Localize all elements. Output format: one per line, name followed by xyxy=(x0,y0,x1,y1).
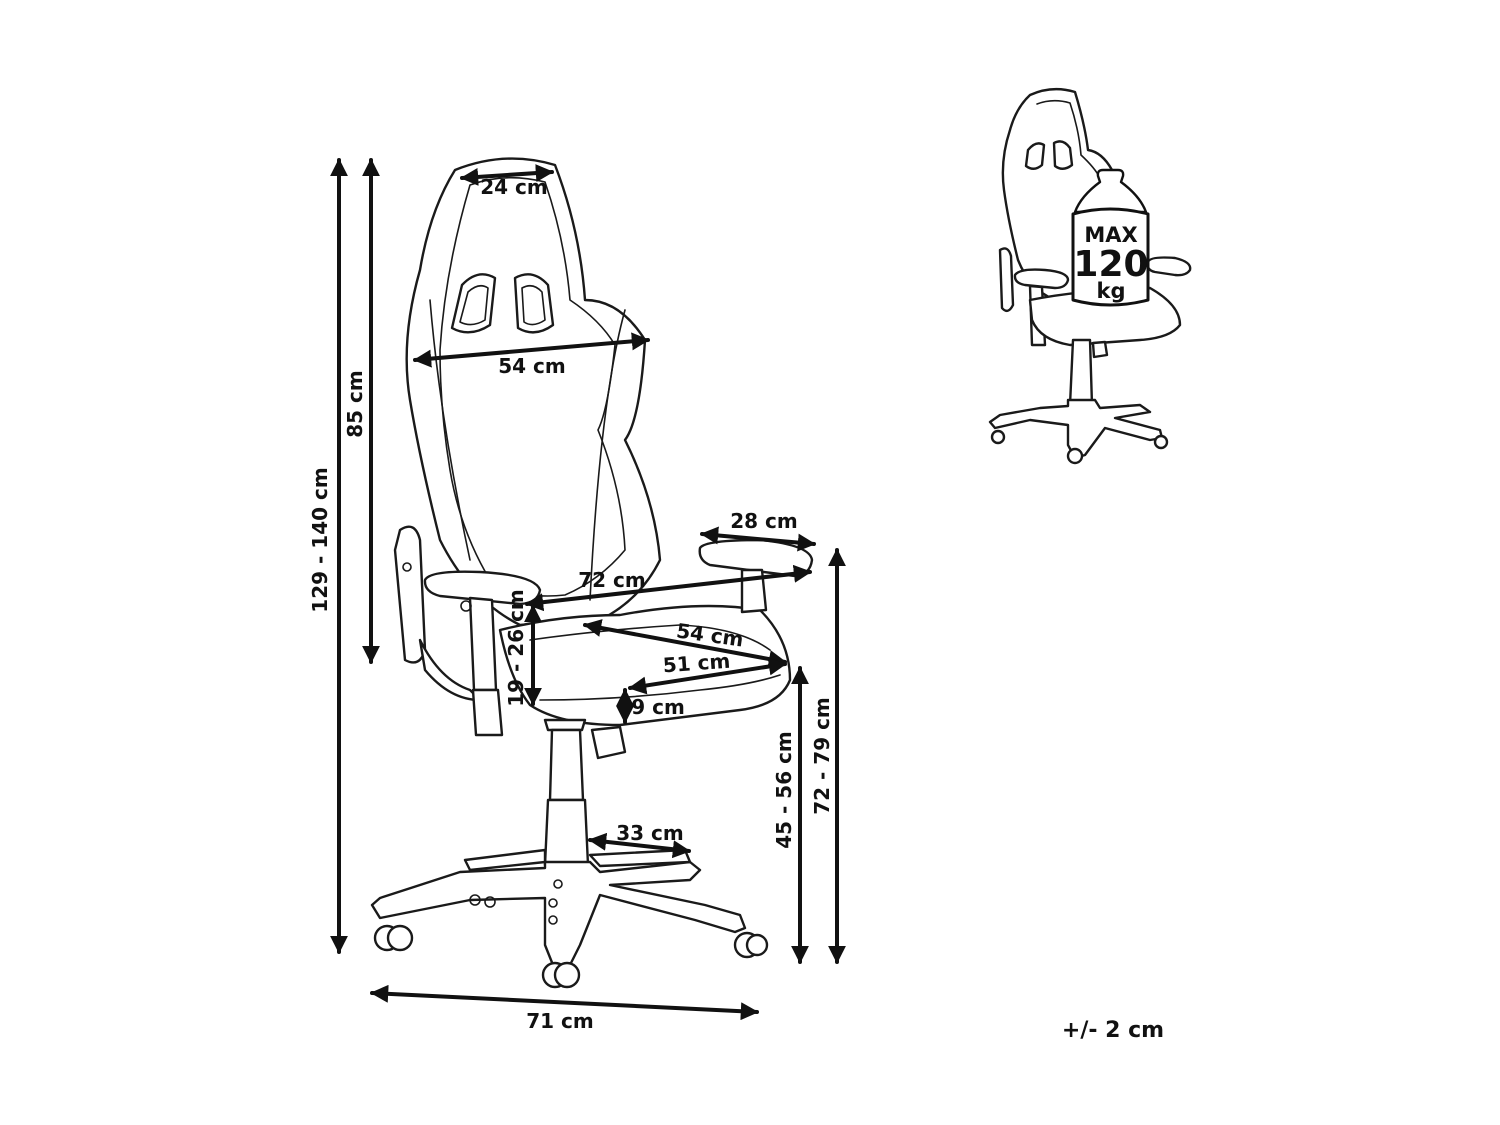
dimension-lines xyxy=(330,158,846,1021)
label-armrest-length: 28 cm xyxy=(730,509,798,533)
label-armrest-span: 72 cm xyxy=(578,568,646,592)
badge-max-label: MAX xyxy=(1084,223,1137,247)
label-back-width: 54 cm xyxy=(498,354,566,378)
label-seat-depth: 51 cm xyxy=(662,649,731,678)
badge-weight-unit: kg xyxy=(1097,279,1126,303)
label-back-height: 85 cm xyxy=(343,370,367,438)
max-weight-badge: MAX 120 kg xyxy=(1071,168,1150,307)
label-headrest-width: 24 cm xyxy=(480,175,548,199)
label-seat-height: 45 - 56 cm xyxy=(772,731,796,849)
label-armrest-floor-height: 72 - 79 cm xyxy=(810,697,834,815)
label-armrest-height: 19 - 26 cm xyxy=(504,589,528,707)
tolerance-note: +/- 2 cm xyxy=(1062,1018,1164,1043)
label-seat-thickness: 9 cm xyxy=(631,695,685,719)
badge-weight-value: 120 xyxy=(1073,244,1148,285)
dimension-labels: 24 cm 54 cm 129 - 140 cm 85 cm 28 cm 72 … xyxy=(308,175,834,1033)
label-overall-height: 129 - 140 cm xyxy=(308,467,332,612)
label-base-width: 71 cm xyxy=(526,1009,594,1033)
label-base-leg: 33 cm xyxy=(616,821,684,845)
